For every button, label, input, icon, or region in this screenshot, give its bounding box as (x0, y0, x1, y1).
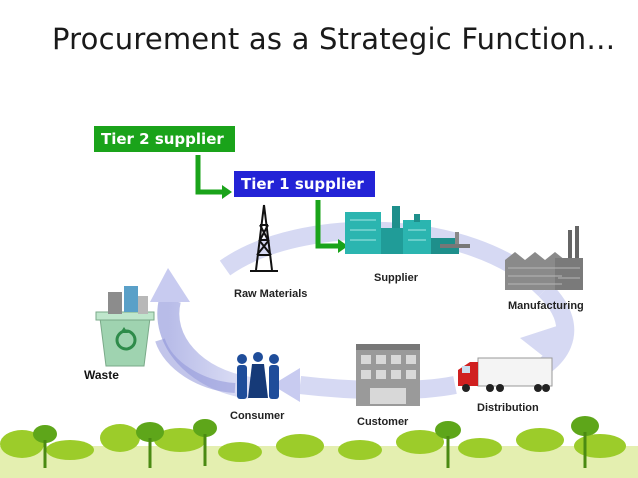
oil-derrick-icon (250, 204, 278, 272)
customer-building-icon (356, 344, 420, 406)
raw-materials-label: Raw Materials (234, 288, 308, 300)
tier-1-supplier-label: Tier 1 supplier (234, 171, 375, 197)
tier-2-supplier-label: Tier 2 supplier (94, 126, 235, 152)
consumer-people-icon (237, 352, 279, 399)
waste-label: Waste (84, 368, 119, 382)
supplier-factory-icon (345, 206, 470, 254)
connector-tier1-to-supplier (315, 200, 348, 253)
slide-title: Procurement as a Strategic Function… (52, 22, 616, 56)
manufacturing-label: Manufacturing (508, 300, 584, 312)
manufacturing-plant-icon (505, 226, 583, 290)
connector-tier2-to-tier1 (195, 155, 232, 199)
foliage-strip (0, 416, 638, 478)
delivery-truck-icon (458, 357, 553, 392)
customer-label: Customer (357, 416, 409, 428)
distribution-label: Distribution (477, 402, 539, 414)
recycling-bin-icon (95, 286, 155, 367)
supplier-label: Supplier (374, 272, 419, 284)
consumer-label: Consumer (230, 410, 285, 422)
